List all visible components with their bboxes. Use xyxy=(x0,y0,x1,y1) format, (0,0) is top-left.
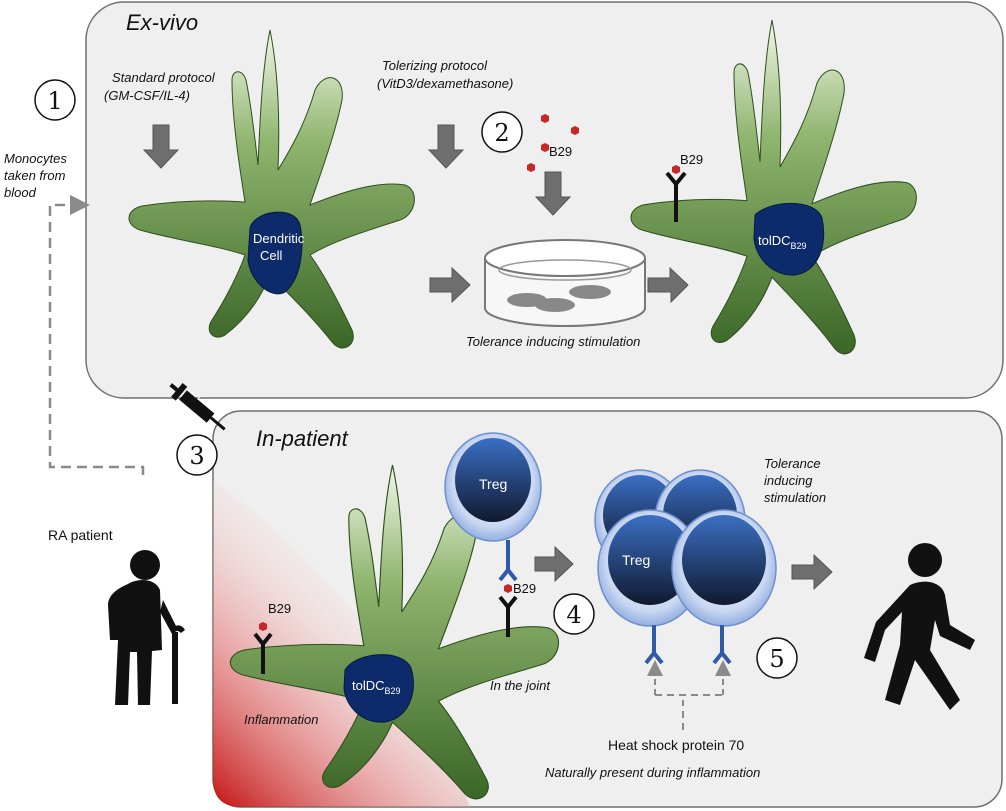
b29-label-inpatient-right: B29 xyxy=(513,581,536,596)
step-4-marker xyxy=(553,593,595,635)
mhc-receptor-inpatient-left xyxy=(253,632,273,674)
dendritic-cell-label-line2: Cell xyxy=(260,248,283,263)
tis-label-line3: stimulation xyxy=(764,490,826,505)
standard-protocol-reagents: (GM-CSF/IL-4) xyxy=(104,88,190,103)
right-arrow-to-dish xyxy=(429,266,471,304)
petri-dish xyxy=(484,239,646,327)
toldc-subscript: B29 xyxy=(791,241,807,251)
treg-label-single: Treg xyxy=(479,476,507,492)
treg-cluster xyxy=(594,469,777,627)
tis-label-line2: inducing xyxy=(764,473,813,488)
monocytes-label-line3: blood xyxy=(4,185,37,200)
tolerizing-protocol-label: Tolerizing protocol xyxy=(382,58,488,73)
mhc-receptor-inpatient-right xyxy=(498,595,518,637)
right-arrow-to-treg-cluster xyxy=(534,545,574,583)
standard-protocol-label: Standard protocol xyxy=(112,70,216,85)
monocytes-label-line2: taken from xyxy=(4,168,66,183)
step-4-number: 4 xyxy=(566,601,581,629)
b29-peptide xyxy=(541,143,549,152)
toldc-label-exvivo: tolDCB29 xyxy=(758,233,807,251)
toldc-nucleus-inpatient xyxy=(343,654,414,723)
dendritic-cell-nucleus xyxy=(247,211,303,295)
b29-label-exvivo: B29 xyxy=(680,152,703,167)
right-arrow-to-recovery xyxy=(791,553,833,591)
hsp70-label: Heat shock protein 70 xyxy=(608,737,744,753)
step-3-marker xyxy=(176,434,218,476)
b29-peptide xyxy=(571,126,579,135)
toldc-label-inpatient: tolDCB29 xyxy=(352,678,401,696)
step-1-number: 1 xyxy=(47,87,62,115)
ex-vivo-title: Ex-vivo xyxy=(126,10,198,35)
step-5-marker xyxy=(756,637,798,679)
toldc-main-text-inpatient: tolDC xyxy=(352,678,385,693)
monocytes-label-line1: Monocytes xyxy=(4,151,67,166)
tcr-receptor-single xyxy=(498,540,518,582)
step-1-marker xyxy=(34,79,76,121)
tolerizing-protocol-reagents: (VitD3/dexamethasone) xyxy=(377,76,513,91)
down-arrow-standard xyxy=(142,124,180,169)
toldc-main-text: tolDC xyxy=(758,233,791,248)
step-2-number: 2 xyxy=(494,119,509,147)
b29-peptide-inpatient-left xyxy=(259,622,267,631)
step-5-number: 5 xyxy=(769,645,784,673)
step-3-number: 3 xyxy=(189,442,204,470)
walking-person-icon xyxy=(864,543,975,710)
b29-peptide xyxy=(527,163,535,172)
toldc-subscript-inpatient: B29 xyxy=(385,686,401,696)
mhc-receptor-exvivo xyxy=(665,171,687,222)
b29-peptide-bound xyxy=(672,165,680,174)
elderly-patient-icon xyxy=(108,550,185,705)
tis-label-line1: Tolerance xyxy=(764,456,821,471)
syringe-icon xyxy=(169,382,226,431)
tolerance-inducing-stimulation-caption: Tolerance inducing stimulation xyxy=(466,334,640,349)
monocyte-flow-dashed-line xyxy=(48,195,145,475)
in-the-joint-label: In the joint xyxy=(490,678,551,693)
down-arrow-b29 xyxy=(534,171,572,216)
ra-patient-label: RA patient xyxy=(48,527,113,543)
naturally-present-caption: Naturally present during inflammation xyxy=(545,765,760,780)
in-patient-title: In-patient xyxy=(256,426,349,451)
treg-cell-single xyxy=(444,432,542,542)
treg-label-cluster: Treg xyxy=(622,552,650,568)
step-2-marker xyxy=(481,111,523,153)
b29-label-inpatient-left: B29 xyxy=(268,601,291,616)
hsp70-dashed-connector xyxy=(655,694,723,730)
dendritic-cell-label-line1: Dendritic xyxy=(253,231,305,246)
down-arrow-tolerizing xyxy=(427,124,465,169)
b29-peptide xyxy=(541,114,549,123)
toldc-nucleus-exvivo xyxy=(753,202,825,276)
b29-peptide-inpatient-right xyxy=(504,584,512,593)
b29-label-dish: B29 xyxy=(549,144,572,159)
right-arrow-to-toldc xyxy=(647,266,689,304)
inflammation-label: Inflammation xyxy=(244,712,318,727)
